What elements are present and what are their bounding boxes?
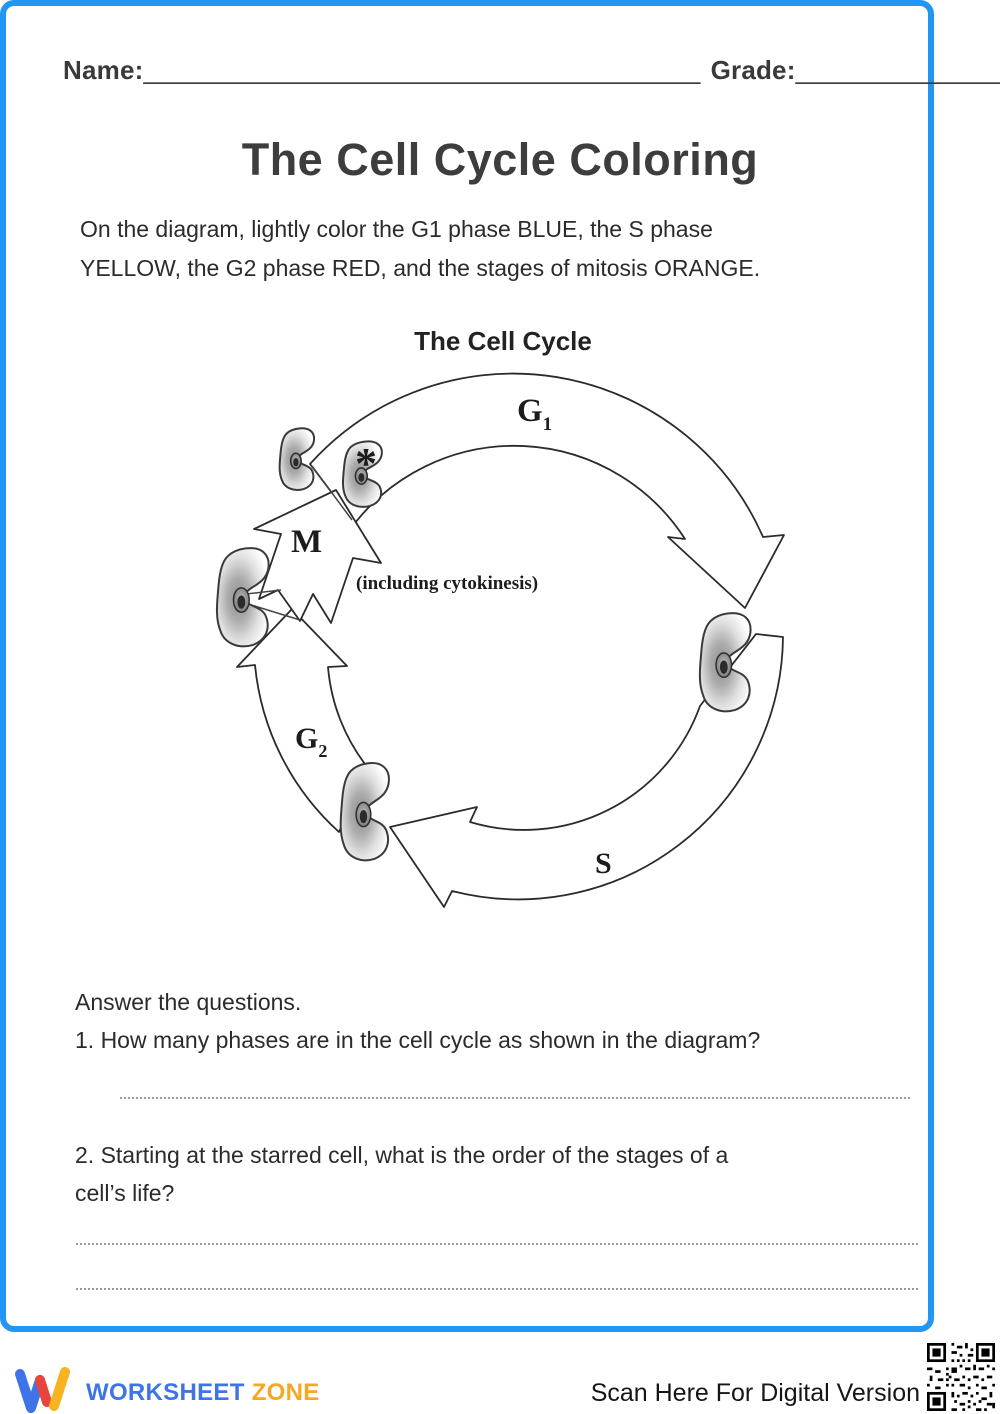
s-arrow[interactable] xyxy=(389,633,784,908)
s-label: S xyxy=(595,847,612,880)
answer-line-2[interactable] xyxy=(76,1235,918,1245)
m-label: M xyxy=(291,524,322,560)
cell-bottom[interactable] xyxy=(339,762,390,862)
star-marker-icon: * xyxy=(355,439,377,488)
page-title: The Cell Cycle Coloring xyxy=(241,134,759,185)
cytokinesis-note: (including cytokinesis) xyxy=(356,573,538,594)
scan-text: Scan Here For Digital Version xyxy=(590,1379,920,1407)
brand-worksheet: WORKSHEET xyxy=(86,1379,245,1406)
m-arrow-tail-line-1 xyxy=(245,589,282,595)
m-arrow[interactable] xyxy=(253,489,382,624)
cell-cycle-diagram: The Cell Cycle * G1 S G2 M (including cy… xyxy=(215,326,785,908)
name-label: Name: xyxy=(63,55,144,85)
g1-tail-edge xyxy=(311,465,353,521)
question-2-line-2: cell’s life? xyxy=(75,1180,175,1206)
diagram-heading: The Cell Cycle xyxy=(414,326,592,356)
instructions-line-1: On the diagram, lightly color the G1 pha… xyxy=(80,216,713,242)
brand-zone: ZONE xyxy=(251,1379,320,1406)
brand-logo-icon xyxy=(15,1367,70,1413)
grade-label: Grade: xyxy=(710,55,796,85)
answer-line-1[interactable] xyxy=(120,1089,910,1099)
header: Name:___________________________________… xyxy=(63,55,1000,86)
g2-arrow[interactable] xyxy=(236,608,369,833)
instructions-line-2: YELLOW, the G2 phase RED, and the stages… xyxy=(80,255,761,281)
g2-label: G2 xyxy=(295,722,327,761)
qr-code xyxy=(924,1341,998,1413)
grade-line[interactable]: ______________ xyxy=(795,55,1000,85)
name-line[interactable]: ______________________________________ xyxy=(143,55,701,85)
question-1: 1. How many phases are in the cell cycle… xyxy=(75,1027,761,1053)
page-border xyxy=(0,0,934,1332)
g1-arrow[interactable] xyxy=(309,372,785,609)
g1-label: G1 xyxy=(517,393,552,435)
question-2-line-1: 2. Starting at the starred cell, what is… xyxy=(75,1142,729,1168)
questions-heading: Answer the questions. xyxy=(75,989,302,1015)
cell-top-left-daughter[interactable] xyxy=(278,427,315,491)
instructions: On the diagram, lightly color the G1 pha… xyxy=(80,210,930,288)
answer-line-3[interactable] xyxy=(76,1280,918,1290)
